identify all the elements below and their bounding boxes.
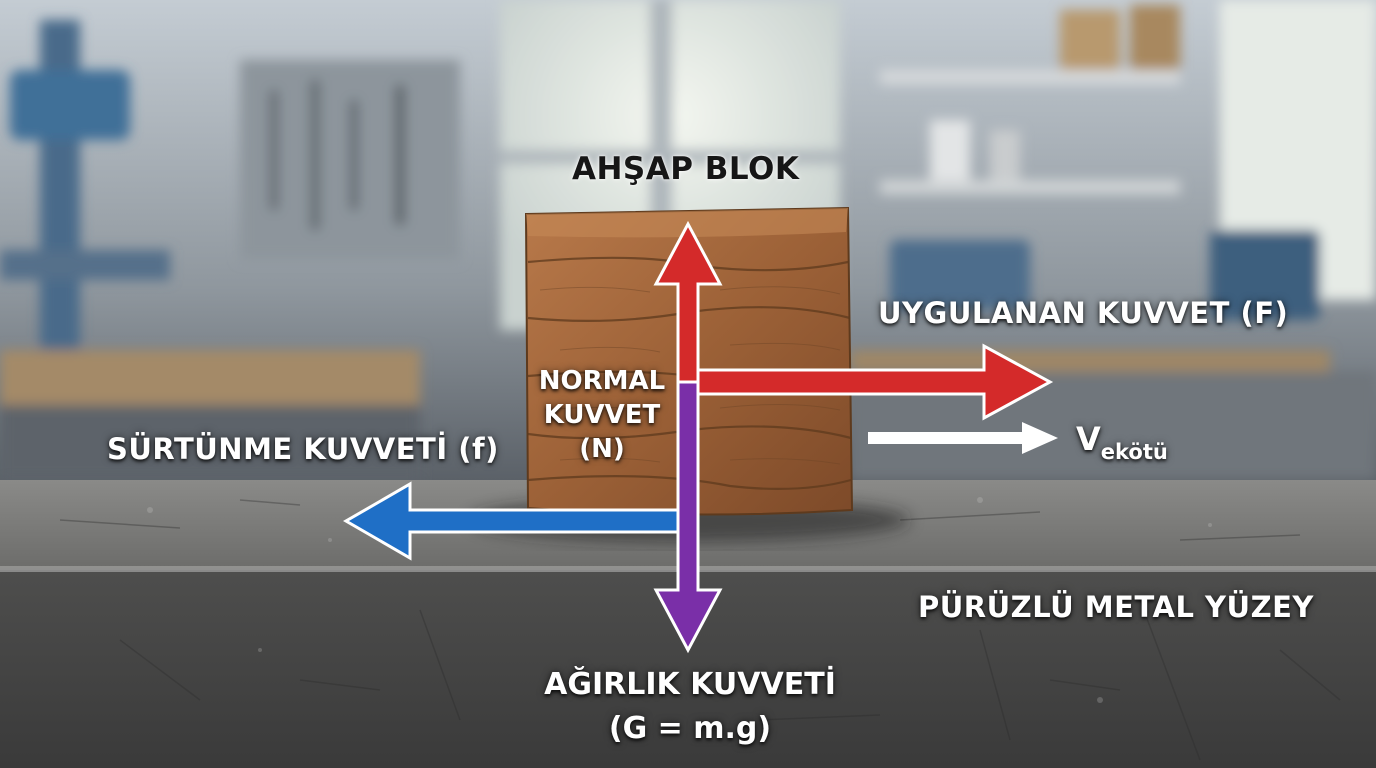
friction-force-label: SÜRTÜNME KUVVETİ (f) [107, 432, 499, 466]
velocity-subscript: ekötü [1100, 440, 1168, 464]
normal-force-label: NORMAL KUVVET (N) [530, 364, 674, 466]
normal-force-arrow [653, 220, 723, 384]
applied-force-arrow [696, 343, 1054, 421]
normal-force-label-line1: NORMAL [538, 366, 666, 396]
normal-force-label-line2: KUVVET [543, 400, 661, 430]
workshop-background [0, 0, 1376, 480]
applied-force-label: UYGULANAN KUVVET (F) [878, 296, 1289, 330]
velocity-label: Vekötü [1076, 420, 1168, 464]
normal-force-label-line3: (N) [579, 434, 625, 464]
weight-force-label: AĞIRLIK KUVVETİ (G = m.g) [534, 663, 846, 751]
surface-label: PÜRÜZLÜ METAL YÜZEY [918, 590, 1314, 624]
weight-force-label-line2: (G = m.g) [608, 711, 772, 746]
weight-force-label-line1: AĞIRLIK KUVVETİ [544, 667, 836, 702]
friction-force-arrow [343, 481, 686, 561]
block-title-label: AHŞAP BLOK [572, 151, 800, 187]
velocity-symbol: V [1076, 420, 1101, 458]
weight-force-arrow [653, 380, 723, 654]
velocity-arrow [868, 422, 1058, 454]
